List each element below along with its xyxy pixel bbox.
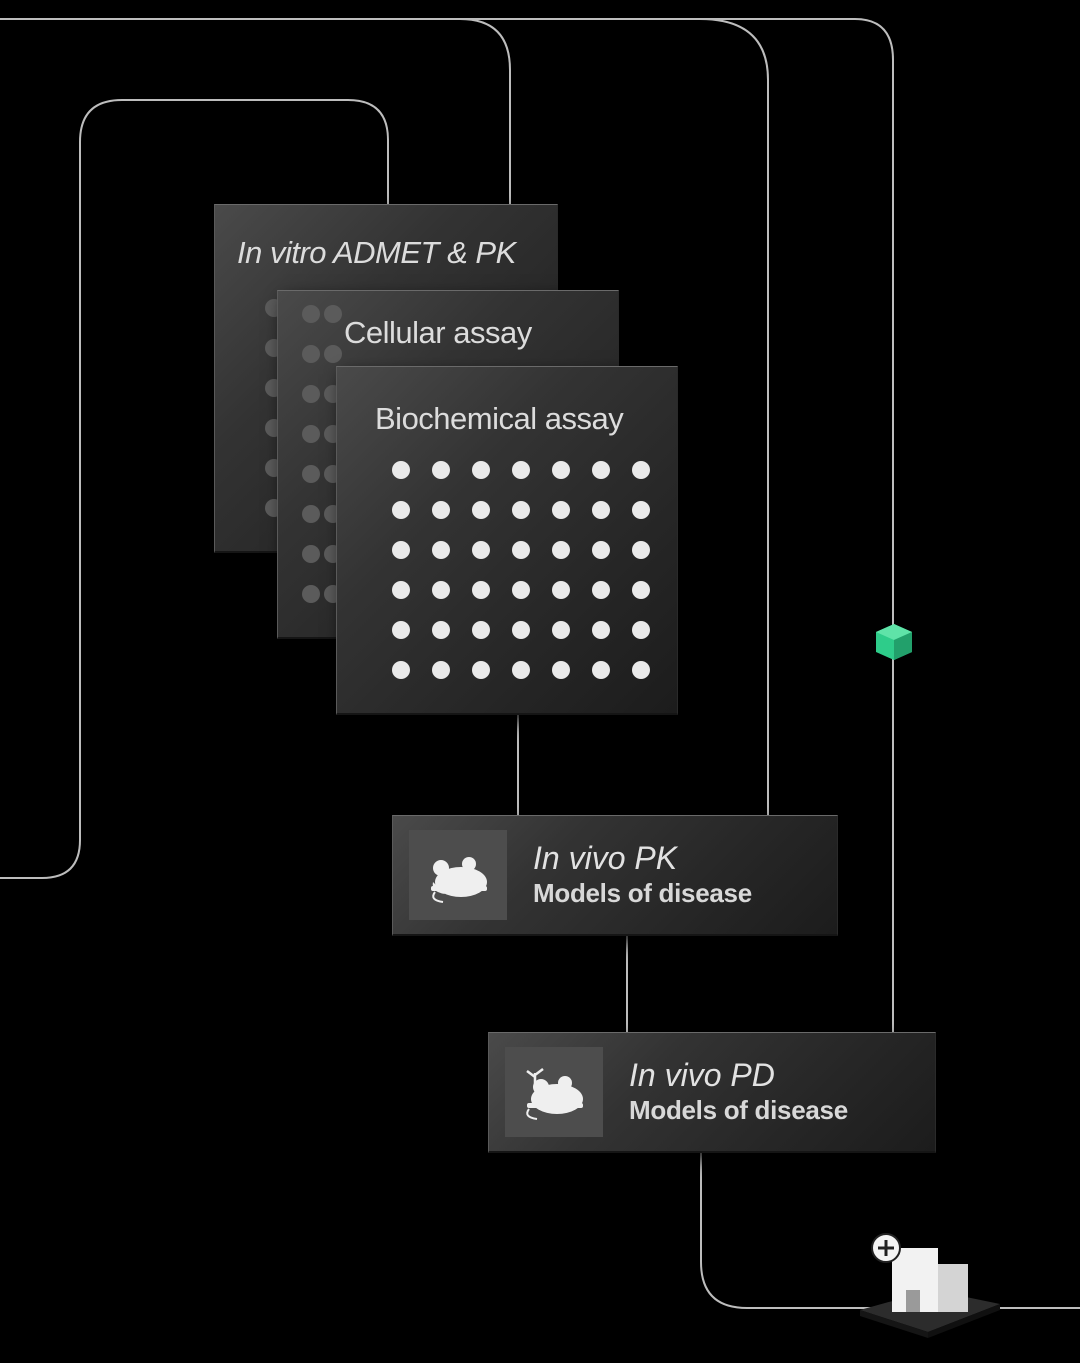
- assay-well-dot: [302, 505, 320, 523]
- assay-well-dot: [592, 661, 610, 679]
- assay-well-dot: [592, 501, 610, 519]
- assay-well-dot: [552, 581, 570, 599]
- assay-well-dot: [302, 545, 320, 563]
- assay-well-dot: [432, 501, 450, 519]
- wire-pd-clinic: [700, 1150, 880, 1309]
- assay-well-dot: [472, 461, 490, 479]
- assay-well-dot: [592, 461, 610, 479]
- vivo-pk-card: In vivo PK Models of disease: [392, 815, 838, 936]
- assay-well-dot: [392, 621, 410, 639]
- mouse-icon: [431, 857, 487, 903]
- assay-well-dot: [512, 581, 530, 599]
- assay-well-dot: [632, 621, 650, 639]
- assay-well-dot: [302, 585, 320, 603]
- assay-well-dot: [592, 621, 610, 639]
- vivo-pd-subtitle: Models of disease: [629, 1095, 848, 1125]
- assay-well-dot: [472, 621, 490, 639]
- admet-title: In vitro ADMET & PK: [237, 235, 516, 270]
- assay-well-dot: [392, 661, 410, 679]
- biochemical-title: Biochemical assay: [375, 401, 624, 436]
- biochemical-card: Biochemical assay: [336, 366, 678, 715]
- assay-well-dot: [632, 661, 650, 679]
- assay-well-dot: [302, 385, 320, 403]
- hospital-icon: [860, 1233, 1000, 1338]
- assay-well-dot: [552, 501, 570, 519]
- assay-well-dot: [632, 501, 650, 519]
- assay-well-dot: [552, 461, 570, 479]
- mouse-plant-icon: [526, 1068, 583, 1120]
- assay-well-dot: [552, 661, 570, 679]
- assay-well-dot: [302, 305, 320, 323]
- assay-well-dot: [432, 621, 450, 639]
- vivo-pd-card: In vivo PD Models of disease: [488, 1032, 936, 1153]
- assay-well-dot: [512, 501, 530, 519]
- assay-well-dot: [472, 581, 490, 599]
- assay-well-dot: [392, 581, 410, 599]
- assay-well-dot: [472, 661, 490, 679]
- assay-well-dot: [632, 461, 650, 479]
- wire-top-right: [0, 18, 894, 1032]
- cellular-title: Cellular assay: [344, 315, 532, 350]
- assay-well-dot: [592, 581, 610, 599]
- vivo-pk-subtitle: Models of disease: [533, 878, 752, 908]
- assay-well-dot: [432, 541, 450, 559]
- assay-well-dot: [512, 461, 530, 479]
- assay-well-dot: [432, 581, 450, 599]
- assay-well-dot: [432, 461, 450, 479]
- assay-well-dot: [324, 305, 342, 323]
- assay-well-dot: [512, 621, 530, 639]
- assay-well-dot: [392, 541, 410, 559]
- vivo-pk-icon-box: [409, 830, 507, 920]
- assay-well-dot: [302, 465, 320, 483]
- assay-well-dot: [592, 541, 610, 559]
- vivo-pk-title: In vivo PK: [533, 840, 678, 876]
- assay-well-dot: [472, 541, 490, 559]
- assay-well-dot: [392, 461, 410, 479]
- green-cube-icon: [876, 624, 912, 660]
- assay-well-dot: [324, 345, 342, 363]
- assay-well-dot: [392, 501, 410, 519]
- assay-well-dot: [432, 661, 450, 679]
- assay-well-dot: [512, 661, 530, 679]
- assay-well-dot: [632, 581, 650, 599]
- wire-top-pk: [699, 18, 769, 815]
- assay-well-dot: [552, 541, 570, 559]
- vivo-pd-title: In vivo PD: [629, 1057, 775, 1093]
- wire-top-admet: [459, 18, 511, 205]
- assay-well-dot: [512, 541, 530, 559]
- assay-well-dot: [632, 541, 650, 559]
- vivo-pd-icon-box: [505, 1047, 603, 1137]
- assay-well-dot: [552, 621, 570, 639]
- assay-well-dot: [302, 425, 320, 443]
- wire-left-loop: [0, 99, 389, 879]
- assay-well-dot: [472, 501, 490, 519]
- assay-well-dot: [302, 345, 320, 363]
